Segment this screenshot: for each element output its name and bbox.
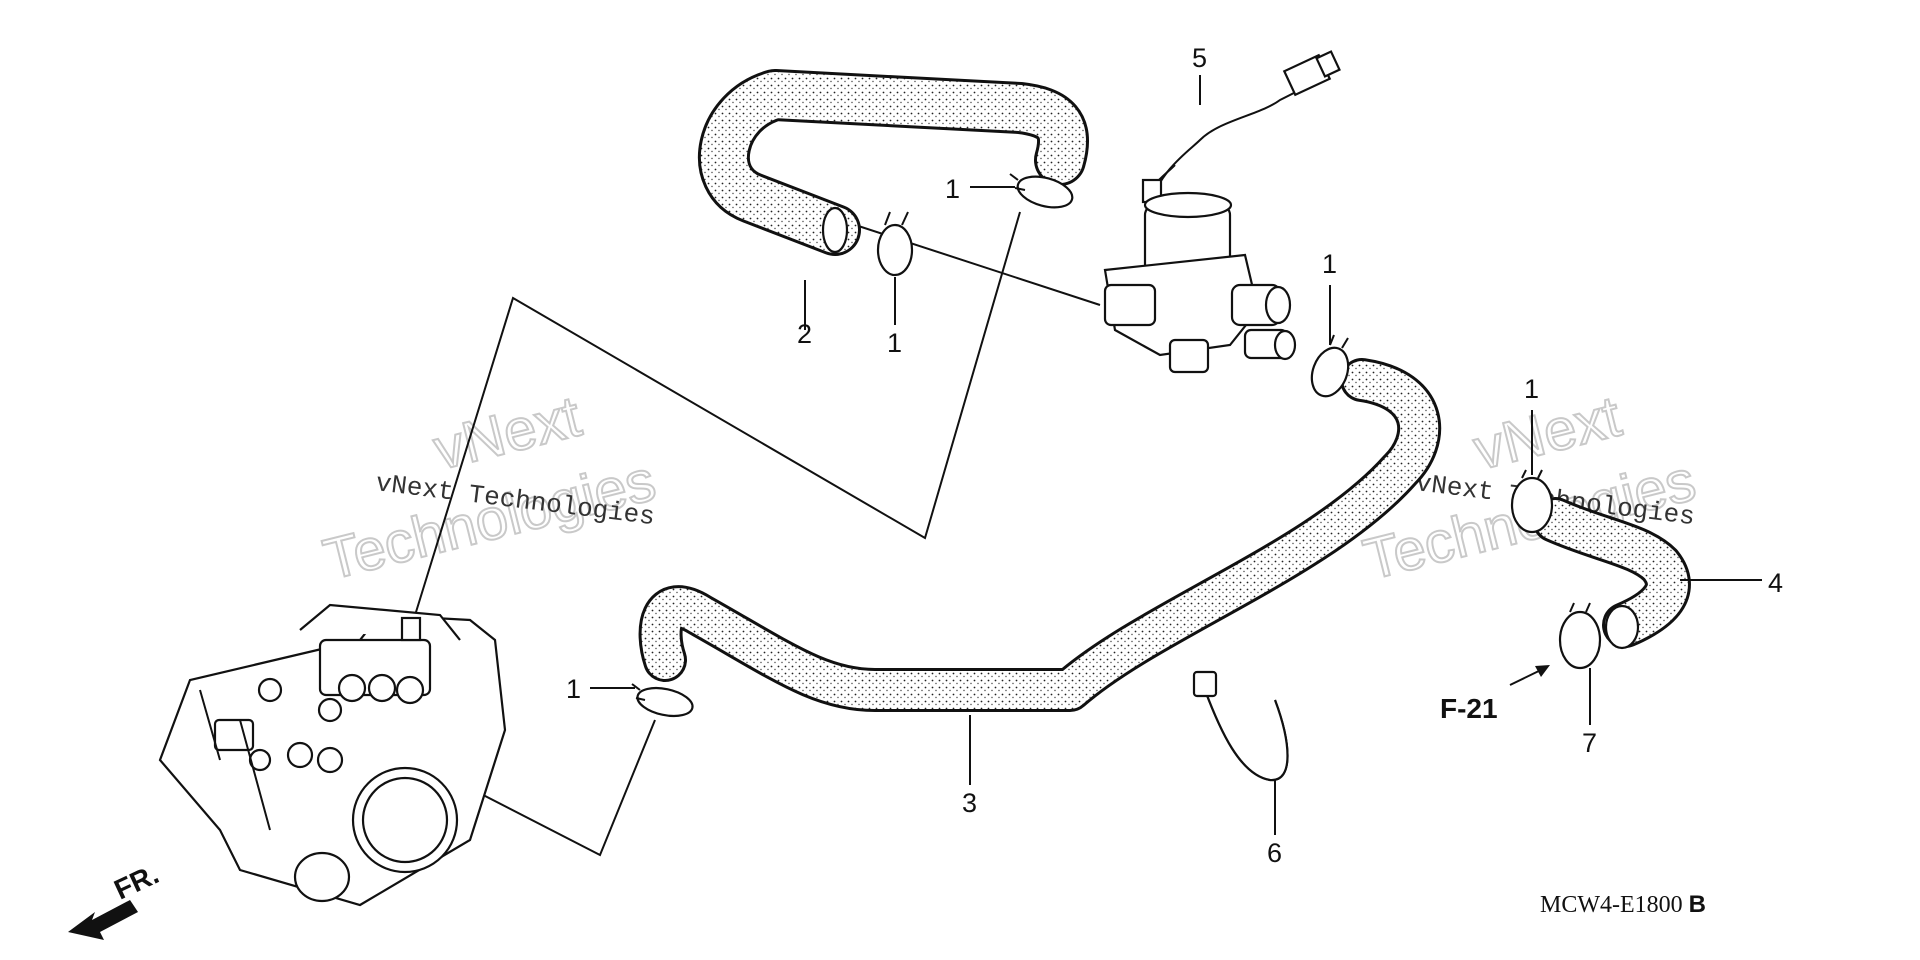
callout-1-top: 1 — [945, 174, 960, 204]
air-injection-valve — [1103, 50, 1341, 374]
hose-3 — [638, 358, 1442, 712]
reference-arrow — [1509, 665, 1550, 686]
front-label: FR. — [109, 858, 163, 905]
callout-leaders — [590, 75, 1762, 835]
engine — [158, 603, 507, 907]
callout-6: 6 — [1267, 838, 1282, 868]
callout-2: 2 — [797, 319, 812, 349]
clip-7 — [1558, 602, 1602, 670]
clip-right — [1510, 469, 1554, 534]
callout-3: 3 — [962, 788, 977, 818]
clip-lower-left — [631, 683, 694, 718]
clip-valve-right — [1310, 334, 1350, 398]
band-6 — [1192, 670, 1289, 782]
reference-f21: F-21 — [1440, 693, 1498, 724]
hose-4 — [1532, 497, 1691, 650]
front-arrow-icon — [68, 900, 138, 940]
callout-1-valve: 1 — [1322, 249, 1337, 279]
callout-1-lower: 1 — [566, 674, 581, 704]
callout-7: 7 — [1582, 728, 1597, 758]
hose-2 — [698, 69, 1089, 256]
callout-1-right: 1 — [1524, 374, 1539, 404]
callout-1-left: 1 — [887, 328, 902, 358]
clip-upper-center — [1009, 173, 1074, 209]
watermark-left: vNext Technologies vNext Technologies — [316, 383, 662, 594]
clip-upper-left — [876, 211, 914, 277]
callout-4: 4 — [1768, 568, 1783, 598]
callout-5: 5 — [1192, 43, 1207, 73]
